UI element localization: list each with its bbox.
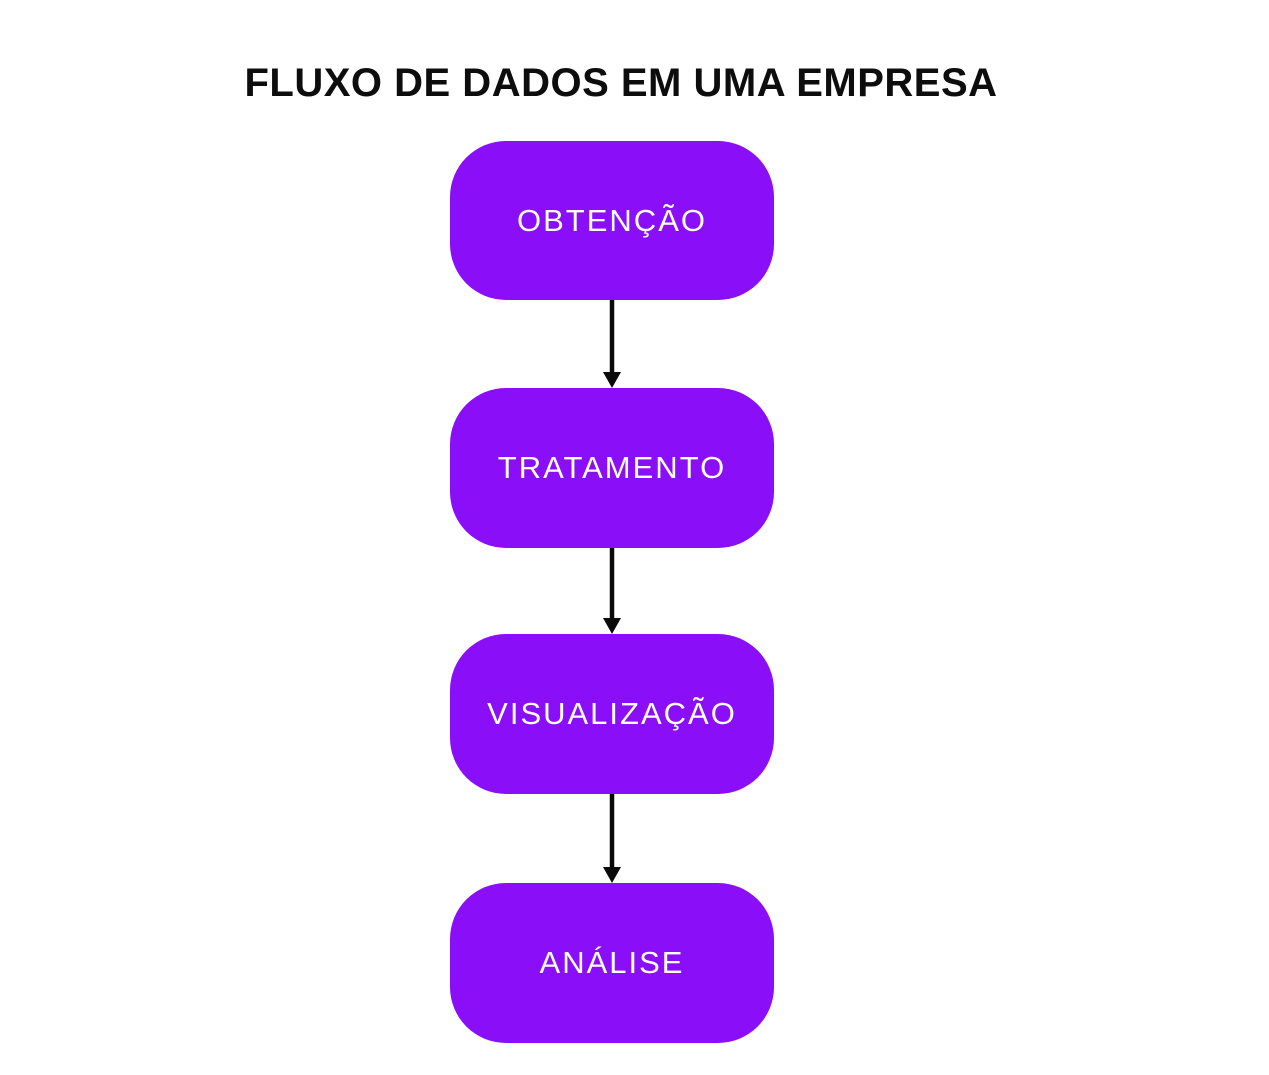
flow-node-analise: ANÁLISE [450, 883, 774, 1043]
flow-node-label: ANÁLISE [539, 945, 685, 980]
diagram-title: FLUXO DE DADOS EM UMA EMPRESA [244, 60, 998, 105]
flow-node-obtencao: OBTENÇÃO [450, 141, 774, 300]
flow-arrow-down-icon [600, 548, 624, 634]
flow-node-label: TRATAMENTO [497, 450, 727, 485]
flow-arrow-down-icon [600, 300, 624, 388]
flow-node-tratamento: TRATAMENTO [450, 388, 774, 548]
flow-arrow-down-icon [600, 794, 624, 883]
flow-node-label: VISUALIZAÇÃO [487, 696, 737, 731]
flow-node-visualizacao: VISUALIZAÇÃO [450, 634, 774, 794]
flow-node-label: OBTENÇÃO [517, 202, 707, 238]
